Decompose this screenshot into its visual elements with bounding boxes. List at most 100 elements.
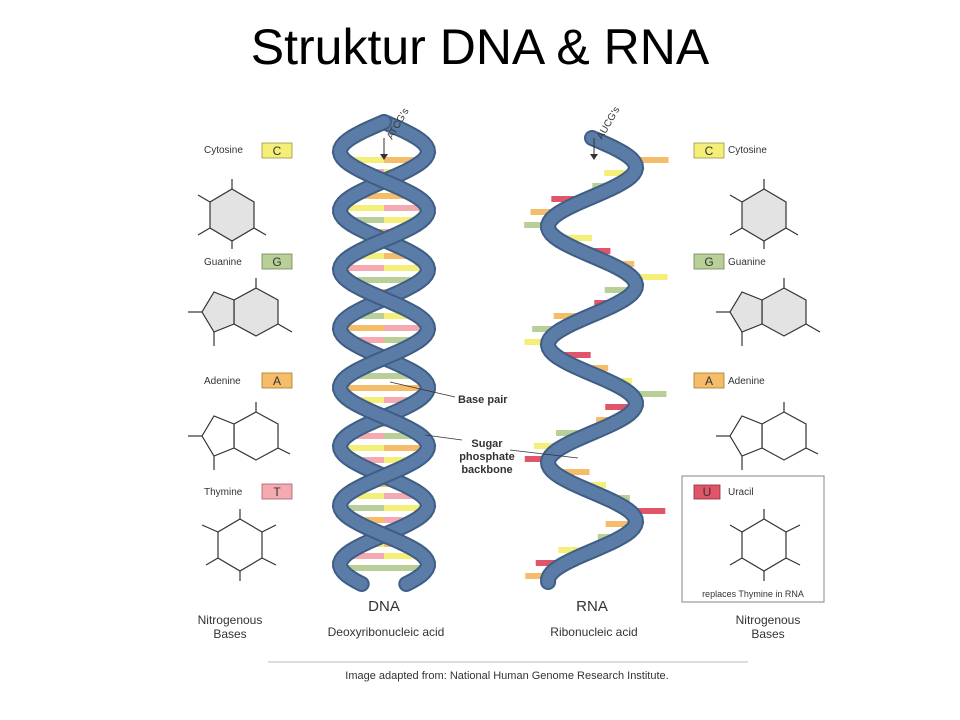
dna-base-pair-right <box>384 157 420 163</box>
annotations: Base pair Sugar phosphate backbone <box>389 381 579 476</box>
backbone-label-line1: Sugar <box>471 438 503 450</box>
dna-base-pair-right <box>384 553 420 559</box>
rna-base <box>535 560 560 566</box>
dna-base-pair-left <box>354 457 384 463</box>
rna-top-arrowhead <box>590 154 598 160</box>
left-adenine-letter: A <box>273 374 281 388</box>
left-cytosine-swatch <box>261 142 293 159</box>
right-guanine-letter: G <box>704 255 713 269</box>
rna-caption: RNA <box>576 598 608 615</box>
cytosine-structure-left <box>197 179 267 249</box>
dna-base-pair-left <box>344 265 384 271</box>
credit-text: Image adapted from: National Human Genom… <box>345 670 668 682</box>
rna-base <box>530 209 555 215</box>
dna-base-pair-left <box>351 373 384 379</box>
right-adenine-letter: A <box>705 374 713 388</box>
rna-base <box>532 326 557 332</box>
rna-base <box>605 404 630 410</box>
guanine-structure-right <box>716 278 821 346</box>
base-pair-pointer <box>389 381 456 398</box>
rna-base <box>559 469 590 475</box>
dna-base-pair-left <box>351 337 384 343</box>
left-guanine-letter: G <box>272 255 281 269</box>
rna-base <box>533 443 558 449</box>
dna-base-pair-left <box>348 553 384 559</box>
backbone-label-line3: backbone <box>461 464 512 476</box>
dna-top-arrowhead <box>380 154 388 160</box>
adenine-structure-left <box>188 402 291 470</box>
dna-base-pair-left <box>344 505 384 511</box>
dna-base-pair-right <box>384 253 414 259</box>
dna-strand-b <box>333 116 435 590</box>
dna-base-pair-left <box>354 253 384 259</box>
dna-base-pair-left <box>344 385 384 391</box>
rna-single-helix <box>524 130 669 590</box>
guanine-structure-left <box>188 278 293 346</box>
thymine-structure-left <box>201 509 277 581</box>
dna-base-pair-left <box>353 397 384 403</box>
dna-base-pair-right <box>384 313 415 319</box>
slide-title: Struktur DNA & RNA <box>250 19 710 75</box>
rna-base <box>558 547 589 553</box>
rna-base <box>604 287 629 293</box>
backbone-label-line2: phosphate <box>459 451 515 463</box>
dna-base-pair-right <box>384 493 419 499</box>
dna-double-helix <box>331 114 437 592</box>
dna-base-pair-right <box>384 517 412 523</box>
rna-base <box>561 235 592 241</box>
right-caption-line2: Bases <box>751 627 784 641</box>
dna-base-pair-left <box>353 313 384 319</box>
left-thymine-swatch <box>261 483 293 500</box>
left-thymine-name: Thymine <box>204 487 243 498</box>
right-adenine-swatch <box>693 372 725 389</box>
rna-base <box>636 391 667 397</box>
dna-base-pair-right <box>384 217 419 223</box>
dna-base-pair-left <box>344 325 384 331</box>
left-base-legend: Cytosine C Guanine G Adenine A <box>188 142 293 581</box>
dna-base-pair-right <box>384 505 424 511</box>
dna-base-pair-left <box>344 205 384 211</box>
dna-full-caption: Deoxyribonucleic acid <box>328 625 445 639</box>
right-uracil-letter: U <box>703 485 712 499</box>
rna-base <box>524 456 543 462</box>
rna-base <box>524 222 543 228</box>
rna-base <box>605 521 630 527</box>
dna-base-pair-right <box>384 325 424 331</box>
captions: Nitrogenous Bases DNA Deoxyribonucleic a… <box>198 598 801 641</box>
rna-base <box>524 339 543 345</box>
left-caption-line1: Nitrogenous <box>198 613 263 627</box>
rna-top-label: AUCG's <box>595 105 622 142</box>
dna-base-pair-left <box>344 565 384 571</box>
left-adenine-name: Adenine <box>204 376 241 387</box>
right-adenine-name: Adenine <box>728 376 765 387</box>
dna-base-pair-right <box>384 385 424 391</box>
right-guanine-name: Guanine <box>728 257 766 268</box>
rna-base <box>638 157 669 163</box>
dna-base-pair-right <box>384 397 415 403</box>
dna-base-pair-right <box>384 373 417 379</box>
adenine-structure-right <box>716 402 819 470</box>
rna-base <box>637 274 668 280</box>
dna-base-pair-right <box>384 433 418 439</box>
left-cytosine-letter: C <box>273 144 282 158</box>
right-guanine-swatch <box>693 253 725 270</box>
dna-base-pair-right <box>384 337 417 343</box>
dna-base-pair-left <box>348 157 384 163</box>
backbone-pointer-right <box>509 449 579 459</box>
dna-strand-a <box>333 116 435 590</box>
dna-base-pair-left <box>349 493 384 499</box>
right-uracil-name: Uracil <box>728 487 754 498</box>
uracil-note: replaces Thymine in RNA <box>702 589 804 599</box>
right-base-legend: C Cytosine G Guanine A Adenine <box>681 142 825 603</box>
dna-base-pair-left <box>356 517 384 523</box>
rna-base <box>604 170 629 176</box>
dna-base-pair-right <box>384 565 424 571</box>
dna-base-pair-left <box>350 277 384 283</box>
rna-base <box>635 508 666 514</box>
rna-base <box>560 352 591 358</box>
rna-base <box>556 430 586 436</box>
dna-base-pair-right <box>384 205 424 211</box>
dna-base-pair-right <box>384 277 418 283</box>
dna-base-pair-right <box>384 265 424 271</box>
